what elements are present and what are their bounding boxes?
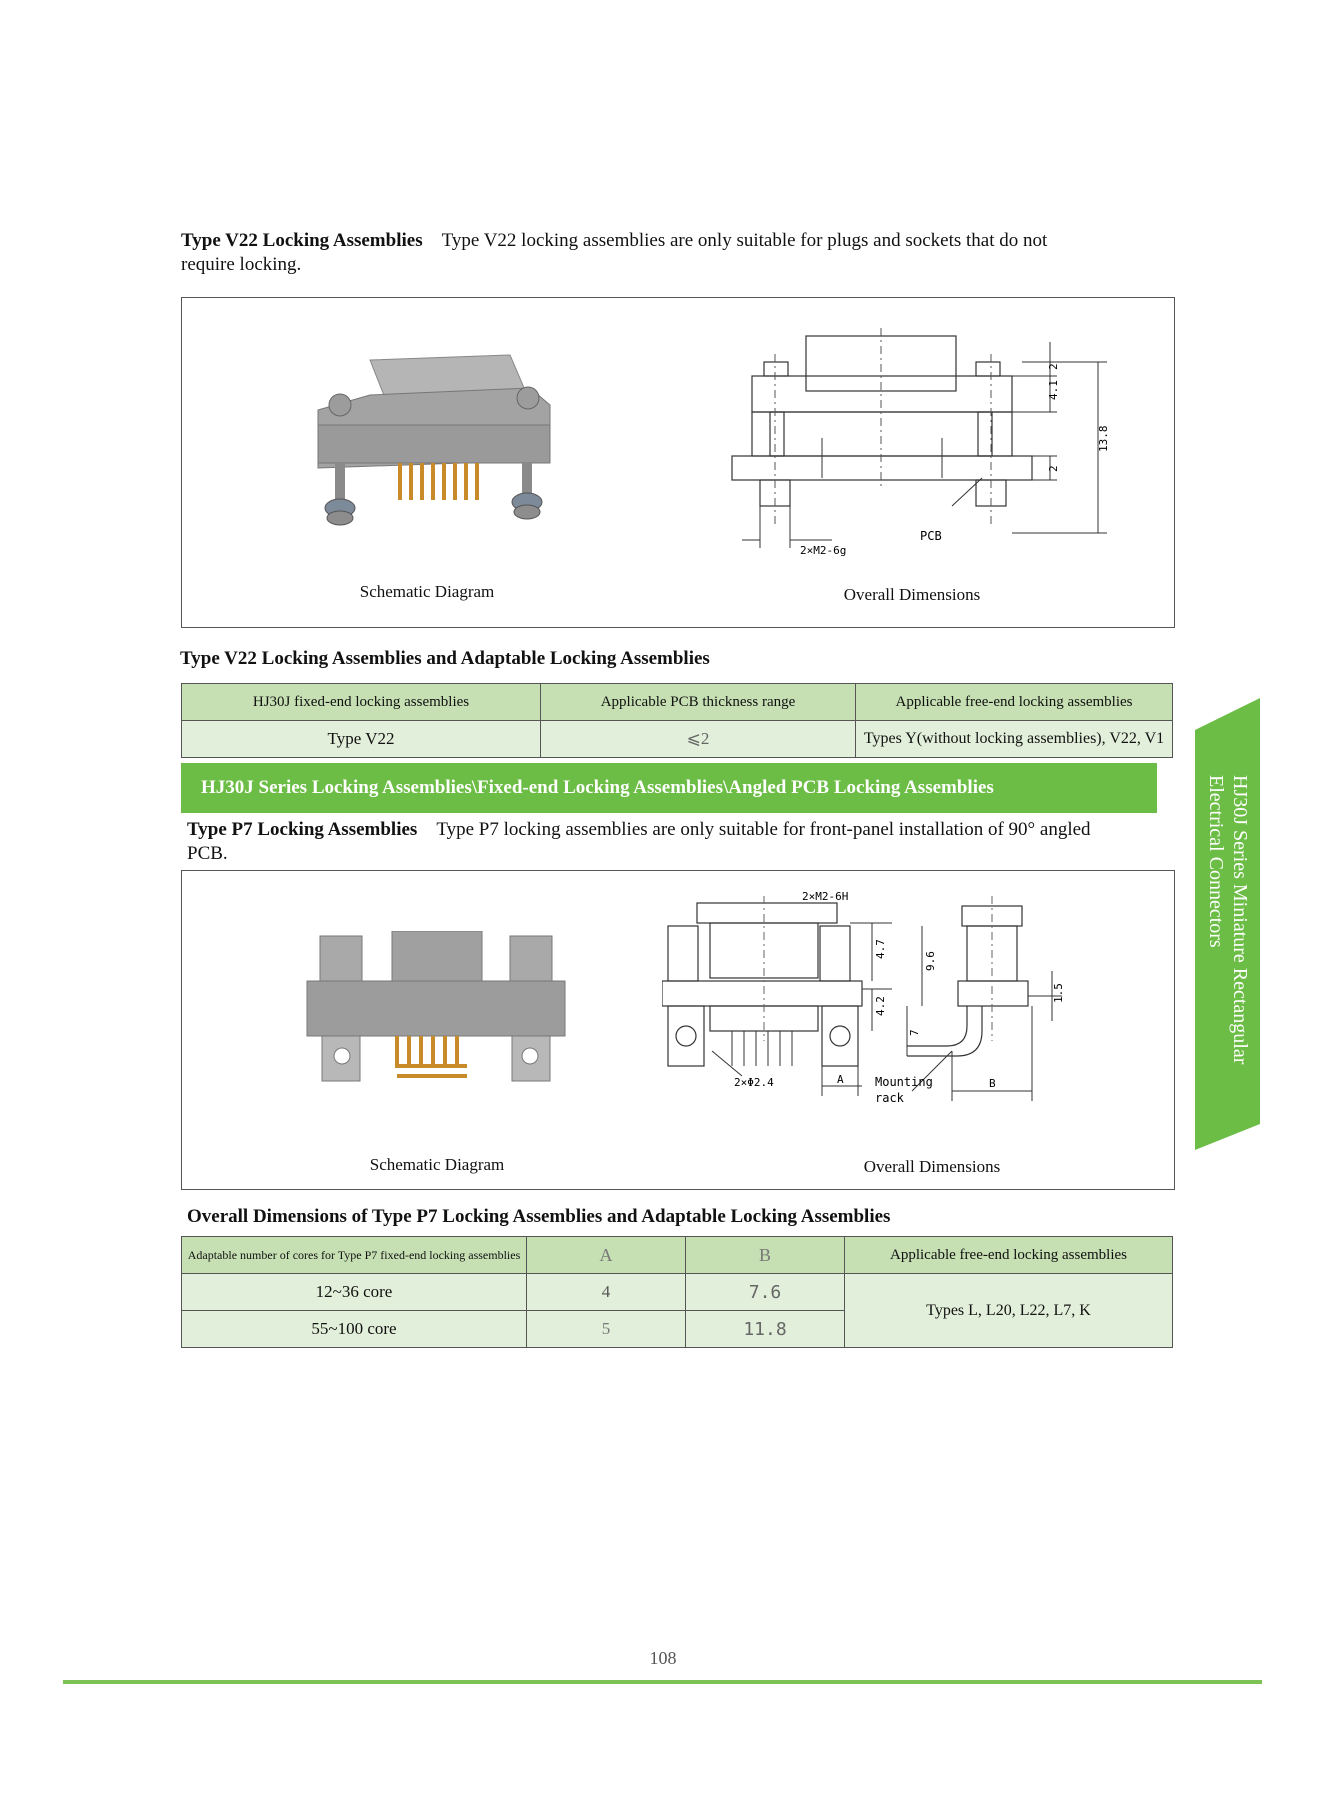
p7-intro: Type P7 Locking Assemblies Type P7 locki…	[187, 818, 1172, 866]
side-tab-line1: HJ30J Series Miniature	[1229, 775, 1251, 963]
v22-intro-title: Type V22 Locking Assemblies	[181, 230, 423, 251]
p7-dim-5: 1.5	[1052, 983, 1065, 1003]
p7-dimension-drawing: 2×M2-6H 2×Φ2.4 4.7 9.6 4.2 7 1.5 A B Mou…	[662, 891, 1065, 1105]
v22-intro: Type V22 Locking Assemblies Type V22 loc…	[181, 229, 1141, 277]
v22-table-title: Type V22 Locking Assemblies and Adaptabl…	[180, 648, 710, 669]
p7-cell-a: 5	[526, 1310, 686, 1348]
v22-intro-line2: require locking.	[181, 254, 302, 275]
p7-cell-b: 11.8	[685, 1310, 845, 1348]
section-banner: HJ30J Series Locking Assemblies\Fixed-en…	[181, 763, 1157, 813]
v22-dim-2: 4.1	[1047, 380, 1060, 400]
p7-dim-3: 4.2	[874, 996, 887, 1016]
side-tab-shape	[1195, 698, 1260, 1150]
v22-pcb-label: PCB	[920, 529, 942, 543]
v22-dimension-drawing: 2 4.1 2 13.8 2×M2-6g PCB	[731, 328, 1110, 557]
v22-header-col2: Applicable PCB thickness range	[540, 683, 856, 721]
v22-header-col1: HJ30J fixed-end locking assemblies	[181, 683, 541, 721]
v22-cell-type: Type V22	[181, 720, 541, 758]
p7-header-cores: Adaptable number of cores for Type P7 fi…	[181, 1236, 527, 1274]
page-number: 108	[649, 1648, 677, 1668]
p7-dim-2: 9.6	[924, 951, 937, 971]
v22-table-header-row: HJ30J fixed-end locking assemblies Appli…	[181, 683, 1173, 721]
v22-schematic-image	[317, 354, 551, 526]
p7-thread-label: 2×M2-6H	[802, 891, 848, 903]
p7-intro-text: Type P7 locking assemblies are only suit…	[436, 819, 1091, 840]
p7-rack-label: rack	[875, 1091, 905, 1105]
v22-thread-label: 2×M2-6g	[800, 544, 846, 557]
p7-table-header-row: Adaptable number of cores for Type P7 fi…	[181, 1236, 1173, 1274]
table-row: Type V22 ⩽2 Types Y(without locking asse…	[181, 720, 1173, 758]
v22-cell-thickness: ⩽2	[540, 720, 856, 758]
p7-cell-a: 4	[526, 1273, 686, 1311]
v22-header-col3: Applicable free-end locking assemblies	[855, 683, 1173, 721]
v22-cell-free-end: Types Y(without locking assemblies), V22…	[855, 720, 1173, 758]
p7-mounting-label: Mounting	[875, 1075, 933, 1089]
v22-schematic-caption: Schematic Diagram	[359, 582, 495, 601]
p7-schematic-caption: Schematic Diagram	[369, 1155, 505, 1174]
v22-dimension-caption: Overall Dimensions	[843, 585, 981, 604]
p7-schematic-image	[306, 931, 566, 1082]
p7-intro-line2: PCB.	[187, 843, 228, 864]
v22-table: HJ30J fixed-end locking assemblies Appli…	[181, 683, 1173, 758]
v22-intro-line1: Type V22 Locking Assemblies Type V22 loc…	[181, 229, 1141, 253]
table-row: 12~36 core 4 7.6 Types L, L20, L22, L7, …	[181, 1273, 1173, 1348]
p7-figure-frame: Schematic Diagram	[181, 870, 1175, 1190]
p7-cell-cores: 12~36 core	[181, 1273, 527, 1311]
p7-intro-line1: Type P7 Locking Assemblies Type P7 locki…	[187, 818, 1172, 842]
p7-dimension-caption: Overall Dimensions	[863, 1157, 1001, 1176]
p7-hole-label: 2×Φ2.4	[734, 1076, 774, 1089]
p7-table-title: Overall Dimensions of Type P7 Locking As…	[187, 1206, 891, 1227]
side-tab-line2: Rectangular Electrical Connectors	[1205, 775, 1251, 1065]
p7-cell-free-end: Types L, L20, L22, L7, K	[844, 1273, 1173, 1348]
p7-b-label: B	[989, 1077, 996, 1090]
p7-dim-4: 7	[908, 1029, 921, 1036]
table-row: 55~100 core 5 11.8	[181, 1310, 1173, 1348]
v22-dim-4: 13.8	[1097, 426, 1110, 453]
p7-header-a: A	[526, 1236, 686, 1274]
p7-dim-1: 4.7	[874, 939, 887, 959]
side-tab-text: HJ30J Series Miniature Rectangular Elect…	[1196, 775, 1252, 1095]
p7-table: Adaptable number of cores for Type P7 fi…	[181, 1236, 1173, 1348]
p7-a-label: A	[837, 1073, 844, 1086]
v22-intro-text: Type V22 locking assemblies are only sui…	[441, 230, 1048, 251]
p7-cell-cores: 55~100 core	[181, 1310, 527, 1348]
footer-rule	[63, 1680, 1262, 1684]
v22-dim-1: 2	[1047, 363, 1060, 370]
p7-header-b: B	[685, 1236, 845, 1274]
v22-dim-3: 2	[1047, 465, 1060, 472]
p7-intro-title: Type P7 Locking Assemblies	[187, 819, 418, 840]
p7-header-free-end: Applicable free-end locking assemblies	[844, 1236, 1173, 1274]
v22-figure-frame: Schematic Diagram	[181, 297, 1175, 628]
p7-cell-b: 7.6	[685, 1273, 845, 1311]
